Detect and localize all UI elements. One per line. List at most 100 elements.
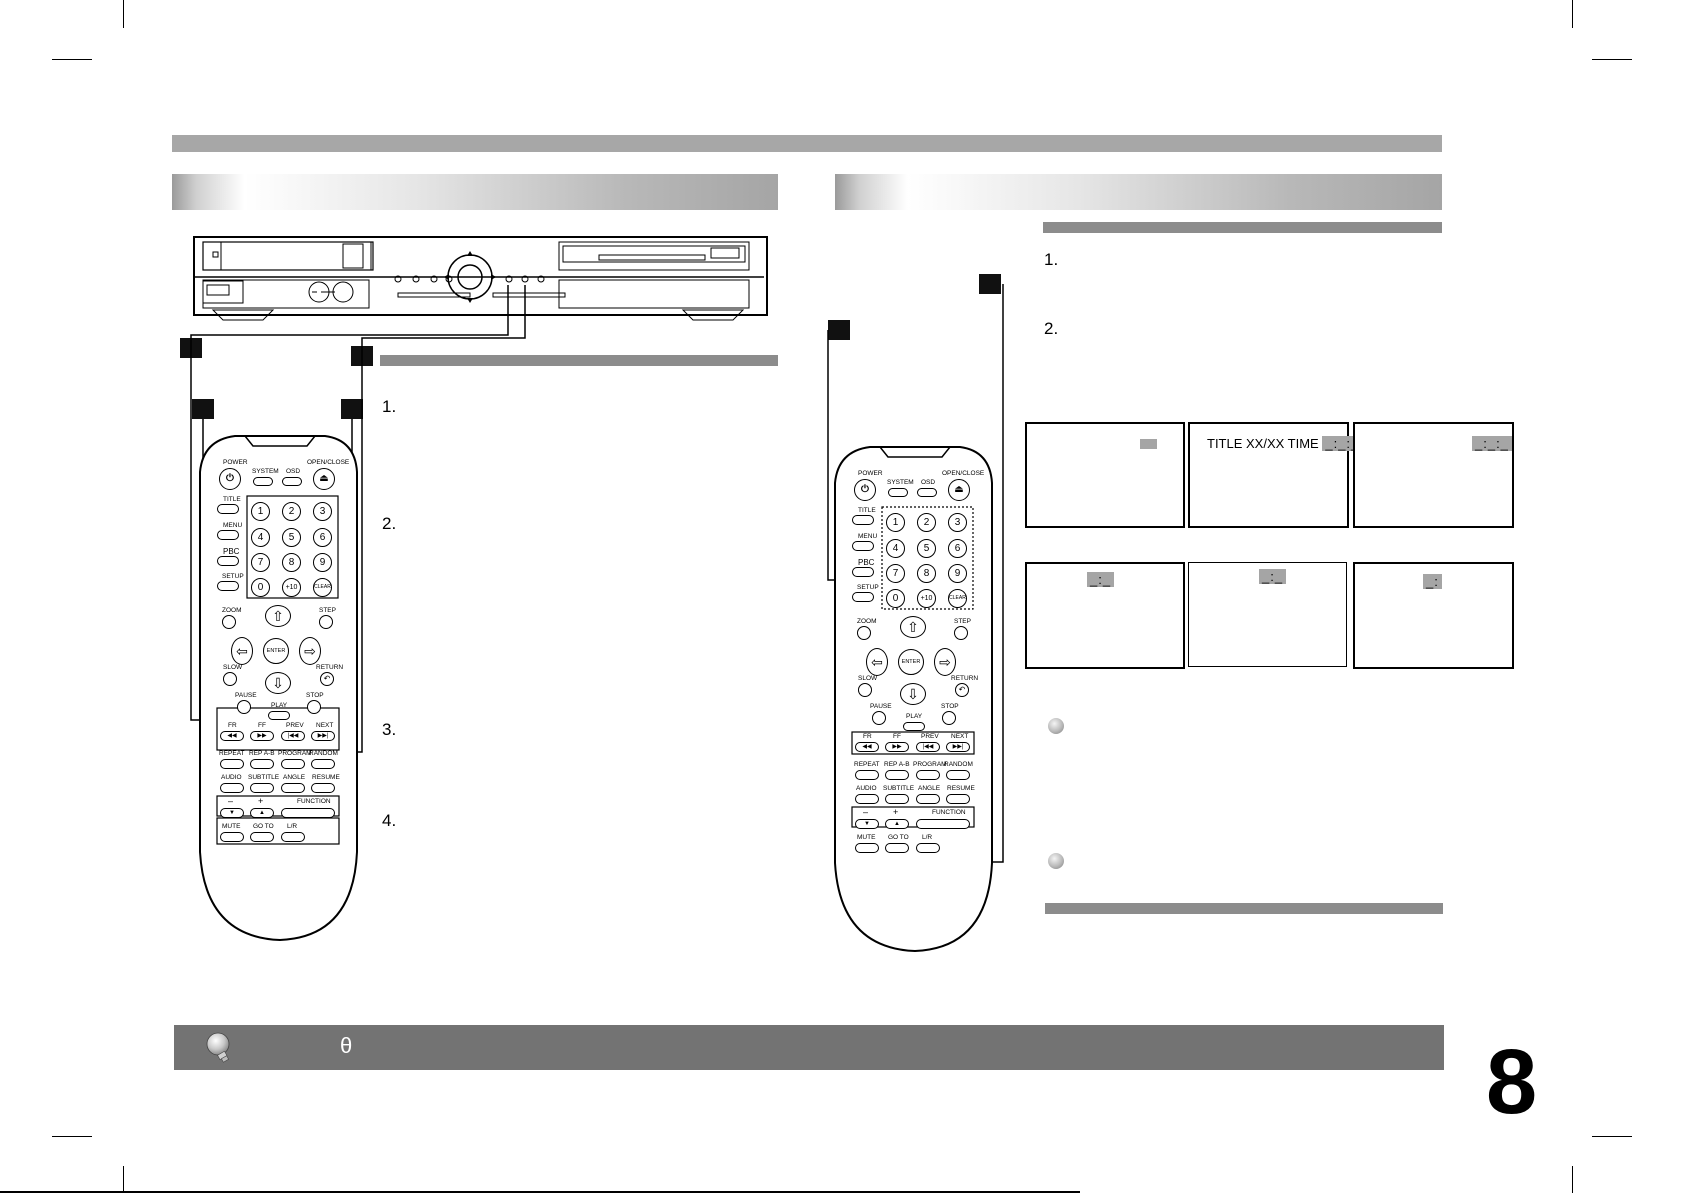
repeat-button[interactable] (220, 759, 244, 769)
return-button[interactable]: ↶ (955, 683, 969, 697)
left-arrow-button[interactable]: ⇦ (866, 648, 888, 676)
random-button[interactable] (946, 770, 970, 780)
ff-button[interactable]: ▶▶ (885, 742, 909, 752)
subtitle-button[interactable] (250, 783, 274, 793)
digit-5-button[interactable]: 5 (917, 539, 936, 558)
digit-4-button[interactable]: 4 (886, 539, 905, 558)
digit-6-button[interactable]: 6 (948, 539, 967, 558)
program-button[interactable] (916, 770, 940, 780)
next-button[interactable]: ▶▶| (946, 742, 970, 752)
lr-button[interactable] (916, 843, 940, 853)
go-to-button[interactable] (250, 832, 274, 842)
play-button[interactable] (903, 722, 925, 731)
stop-button[interactable] (307, 700, 321, 714)
fr-button[interactable]: ◀◀ (220, 731, 244, 741)
play-button[interactable] (268, 711, 290, 720)
down-arrow-button[interactable]: ⇩ (265, 672, 291, 694)
slow-button[interactable] (223, 672, 237, 686)
system-button[interactable] (253, 477, 273, 486)
osd-button[interactable] (282, 477, 302, 486)
pause-button[interactable] (237, 700, 251, 714)
system-button[interactable] (888, 488, 908, 497)
resume-button[interactable] (311, 783, 335, 793)
digit-5-button[interactable]: 5 (282, 528, 301, 547)
digit-8-button[interactable]: 8 (917, 564, 936, 583)
digit-9-button[interactable]: 9 (313, 553, 332, 572)
eject-button[interactable]: ⏏ (948, 479, 970, 501)
prev-button[interactable]: |◀◀ (916, 742, 940, 752)
mute-button[interactable] (220, 832, 244, 842)
zoom-button[interactable] (222, 615, 236, 629)
power-button[interactable]: ⏻ (854, 479, 876, 501)
rep-ab-button[interactable] (885, 770, 909, 780)
subtitle-button[interactable] (885, 794, 909, 804)
pause-button[interactable] (872, 711, 886, 725)
setup-button[interactable] (217, 581, 239, 591)
plus10-button[interactable]: +10 (917, 589, 936, 608)
digit-3-button[interactable]: 3 (948, 513, 967, 532)
digit-7-button[interactable]: 7 (251, 553, 270, 572)
clear-button[interactable]: CLEAR (948, 589, 967, 608)
digit-9-button[interactable]: 9 (948, 564, 967, 583)
next-button[interactable]: ▶▶| (311, 731, 335, 741)
digit-1-button[interactable]: 1 (251, 502, 270, 521)
digit-7-button[interactable]: 7 (886, 564, 905, 583)
digit-2-button[interactable]: 2 (282, 502, 301, 521)
angle-button[interactable] (281, 783, 305, 793)
step-button[interactable] (954, 626, 968, 640)
program-button[interactable] (281, 759, 305, 769)
repeat-button[interactable] (855, 770, 879, 780)
digit-4-button[interactable]: 4 (251, 528, 270, 547)
prev-button[interactable]: |◀◀ (281, 731, 305, 741)
audio-button[interactable] (220, 783, 244, 793)
up-arrow-button[interactable]: ⇧ (265, 605, 291, 627)
volume-down-button[interactable]: ▼ (855, 819, 879, 829)
digit-8-button[interactable]: 8 (282, 553, 301, 572)
mute-button[interactable] (855, 843, 879, 853)
audio-button[interactable] (855, 794, 879, 804)
title-button[interactable] (852, 515, 874, 525)
digit-3-button[interactable]: 3 (313, 502, 332, 521)
return-button[interactable]: ↶ (320, 672, 334, 686)
down-arrow-button[interactable]: ⇩ (900, 683, 926, 705)
zoom-button[interactable] (857, 626, 871, 640)
go-to-button[interactable] (885, 843, 909, 853)
volume-down-button[interactable]: ▼ (220, 808, 244, 818)
lr-button[interactable] (281, 832, 305, 842)
function-button[interactable] (281, 808, 335, 818)
pbc-button[interactable] (852, 567, 874, 577)
right-arrow-button[interactable]: ⇨ (299, 637, 321, 665)
random-button[interactable] (311, 759, 335, 769)
title-button[interactable] (217, 504, 239, 514)
clear-button[interactable]: CLEAR (313, 578, 332, 597)
osd-button[interactable] (917, 488, 937, 497)
rep-ab-button[interactable] (250, 759, 274, 769)
enter-button[interactable]: ENTER (263, 638, 289, 664)
fr-button[interactable]: ◀◀ (855, 742, 879, 752)
digit-2-button[interactable]: 2 (917, 513, 936, 532)
digit-0-button[interactable]: 0 (251, 578, 270, 597)
volume-up-button[interactable]: ▲ (250, 808, 274, 818)
stop-button[interactable] (942, 711, 956, 725)
volume-up-button[interactable]: ▲ (885, 819, 909, 829)
digit-1-button[interactable]: 1 (886, 513, 905, 532)
digit-6-button[interactable]: 6 (313, 528, 332, 547)
digit-0-button[interactable]: 0 (886, 589, 905, 608)
ff-button[interactable]: ▶▶ (250, 731, 274, 741)
slow-button[interactable] (858, 683, 872, 697)
enter-button[interactable]: ENTER (898, 649, 924, 675)
angle-button[interactable] (916, 794, 940, 804)
resume-button[interactable] (946, 794, 970, 804)
eject-button[interactable]: ⏏ (313, 468, 335, 490)
pbc-button[interactable] (217, 556, 239, 566)
function-button[interactable] (916, 819, 970, 829)
step-button[interactable] (319, 615, 333, 629)
menu-button[interactable] (852, 541, 874, 551)
left-arrow-button[interactable]: ⇦ (231, 637, 253, 665)
right-arrow-button[interactable]: ⇨ (934, 648, 956, 676)
power-button[interactable]: ⏻ (219, 468, 241, 490)
plus10-button[interactable]: +10 (282, 578, 301, 597)
menu-button[interactable] (217, 530, 239, 540)
setup-button[interactable] (852, 592, 874, 602)
up-arrow-button[interactable]: ⇧ (900, 616, 926, 638)
